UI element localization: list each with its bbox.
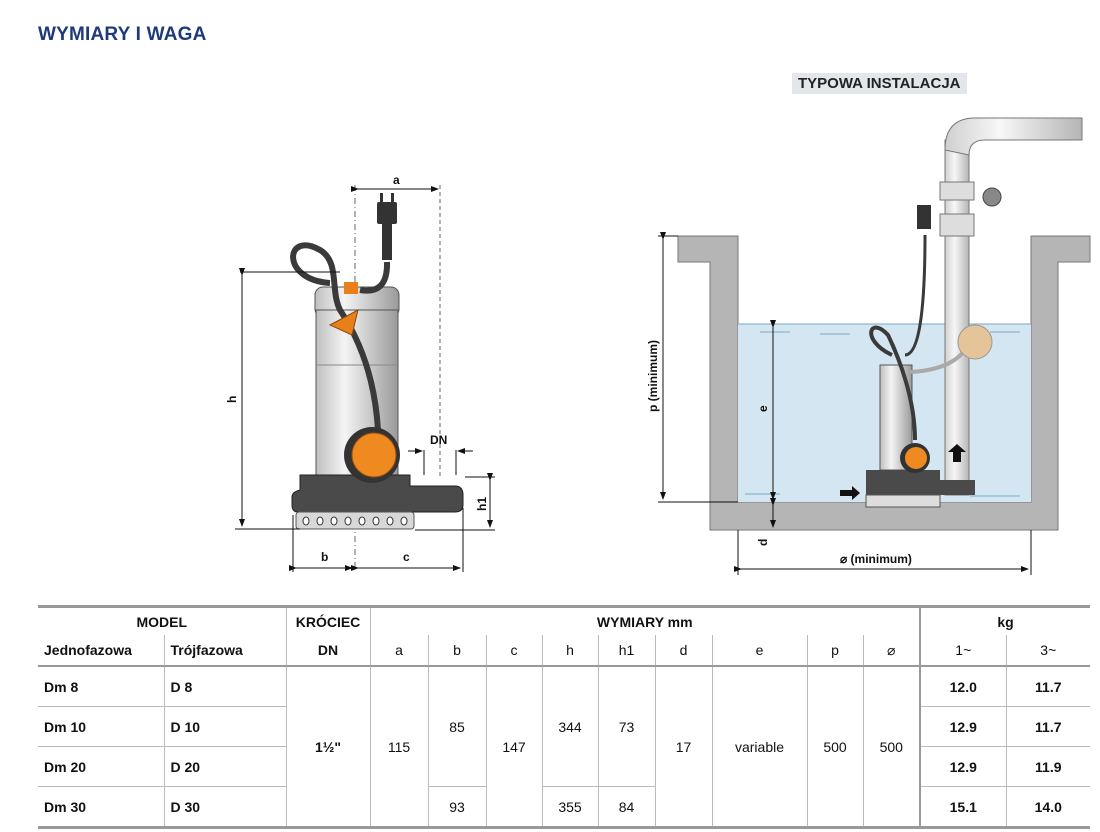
cell-b: 93 xyxy=(428,786,487,828)
model-trojfazowa: D 20 xyxy=(164,746,287,787)
cell-kg-1phase: 12.0 xyxy=(920,666,1007,707)
header-h1: h1 xyxy=(598,635,656,667)
model-trojfazowa: D 8 xyxy=(164,666,287,707)
dim-d-label: d xyxy=(756,539,770,546)
header-model: MODEL xyxy=(38,606,287,635)
diagrams: a h DN h1 b c xyxy=(225,117,1091,575)
dim-b-label: b xyxy=(321,550,328,564)
pump-dimension-drawing: a h DN h1 b c xyxy=(225,173,495,572)
header-dn: DN xyxy=(286,635,371,667)
header-a: a xyxy=(370,635,429,667)
header-b: b xyxy=(428,635,487,667)
header-kg-1phase: 1~ xyxy=(920,635,1007,667)
cell-d: 17 xyxy=(655,666,713,828)
cell-h: 344 xyxy=(542,666,599,787)
dim-diameter-label: ⌀ (minimum) xyxy=(840,552,912,566)
cell-h1: 84 xyxy=(598,786,656,828)
dim-h-label: h xyxy=(225,396,239,403)
table-row: Dm 8 D 8 1½" 115 85 147 344 73 17 variab… xyxy=(38,666,1091,828)
header-krociec: KRÓCIEC xyxy=(286,606,371,635)
cell-a: 115 xyxy=(370,666,429,828)
model-jednofazowa: Dm 20 xyxy=(38,746,165,787)
cell-dn: 1½" xyxy=(286,666,371,828)
cell-diameter: 500 xyxy=(863,666,922,828)
cell-kg-1phase: 12.9 xyxy=(920,746,1007,787)
table-row: Dm 10 D 10 12.9 11.7 xyxy=(38,706,1091,747)
installation-title: TYPOWA INSTALACJA xyxy=(792,73,967,94)
cell-e: variable xyxy=(712,666,808,828)
header-c: c xyxy=(486,635,543,667)
dim-e-label: e xyxy=(756,405,770,412)
installation-drawing: p (minimum) e d ⌀ (minimum) xyxy=(646,117,1091,575)
header-wymiary: WYMIARY mm xyxy=(370,606,922,635)
cell-p: 500 xyxy=(807,666,864,828)
model-jednofazowa: Dm 10 xyxy=(38,706,165,747)
header-p: p xyxy=(807,635,864,667)
table-row: Dm 20 D 20 12.9 11.9 xyxy=(38,746,1091,787)
cell-kg-1phase: 15.1 xyxy=(920,786,1007,828)
cell-kg-3phase: 11.7 xyxy=(1006,706,1091,747)
dimensions-table: MODEL KRÓCIEC WYMIARY mm kg Jednofazowa … xyxy=(38,605,1091,829)
cell-kg-3phase: 11.9 xyxy=(1006,746,1091,787)
header-trojfazowa: Trójfazowa xyxy=(164,635,287,667)
cell-b: 85 xyxy=(428,666,487,787)
dim-c-label: c xyxy=(403,550,410,564)
dim-a-label: a xyxy=(393,173,400,187)
cell-c: 147 xyxy=(486,666,543,828)
cell-kg-3phase: 14.0 xyxy=(1034,798,1062,815)
header-kg: kg xyxy=(997,613,1014,630)
cell-kg-1phase: 12.9 xyxy=(920,706,1007,747)
cell-h1: 73 xyxy=(598,666,656,787)
cell-kg-3phase: 11.7 xyxy=(1006,666,1091,707)
header-e: e xyxy=(712,635,808,667)
header-diameter: ⌀ xyxy=(863,635,922,667)
header-d: d xyxy=(655,635,713,667)
header-jednofazowa: Jednofazowa xyxy=(38,635,165,667)
header-kg-3phase: 3~ xyxy=(1006,635,1091,667)
model-jednofazowa: Dm 8 xyxy=(38,666,165,707)
table-row: Dm 30 D 30 93 355 84 15.1 14.0 xyxy=(38,786,1090,828)
header-h: h xyxy=(542,635,599,667)
dim-dn-label: DN xyxy=(430,433,447,447)
dim-p-label: p (minimum) xyxy=(646,340,660,412)
model-jednofazowa: Dm 30 xyxy=(38,786,165,828)
page-title: WYMIARY I WAGA xyxy=(38,24,207,45)
cell-h: 355 xyxy=(542,786,599,828)
dim-h1-label: h1 xyxy=(475,497,489,511)
model-trojfazowa: D 30 xyxy=(164,786,287,828)
model-trojfazowa: D 10 xyxy=(164,706,287,747)
